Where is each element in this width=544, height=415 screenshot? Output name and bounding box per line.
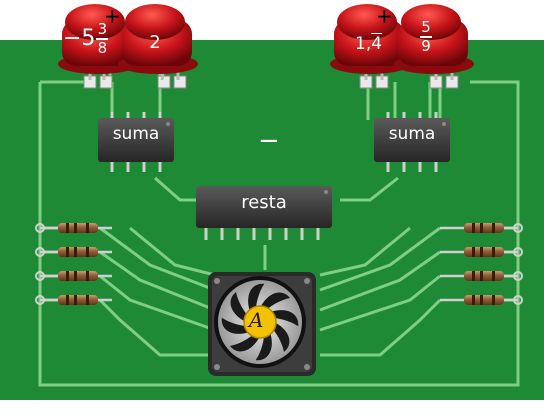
led-1-numerator: 3 <box>97 20 108 38</box>
led-3 <box>330 4 410 74</box>
chip-suma-right-label: suma <box>388 124 436 144</box>
resistors-left <box>35 223 112 305</box>
led-4-denominator: 9 <box>421 36 431 55</box>
led-4 <box>394 4 474 74</box>
led-2 <box>118 4 198 74</box>
plus-sign-left: + <box>104 4 121 28</box>
fan-label: A <box>249 308 264 332</box>
resistors-right <box>440 223 523 305</box>
chip-resta <box>196 186 332 240</box>
chip-suma-left-label: suma <box>112 124 160 144</box>
led-pads <box>83 75 459 89</box>
operator-minus: − <box>258 126 280 156</box>
led-4-label: 5 9 <box>420 20 432 54</box>
chip-suma-right <box>374 112 450 172</box>
led-3-decimal: 1, <box>355 34 372 54</box>
led-4-fraction-bar <box>420 36 432 38</box>
chip-resta-label: resta <box>241 192 287 213</box>
led-1-fraction-bar <box>96 38 109 40</box>
led-1 <box>58 4 138 74</box>
plus-sign-right: + <box>376 4 393 28</box>
chip-suma-left <box>98 112 174 172</box>
led-1-fraction: 3 8 <box>96 20 109 57</box>
led-4-numerator: 5 <box>421 18 431 36</box>
led-1-denominator: 8 <box>97 38 108 57</box>
led-3-label: 1,4 <box>355 34 382 54</box>
fan-icon <box>208 272 316 376</box>
led-3-repeating: 4 <box>371 34 383 54</box>
led-1-label: −5 3 8 <box>63 20 109 57</box>
led-1-whole: −5 <box>63 26 96 52</box>
